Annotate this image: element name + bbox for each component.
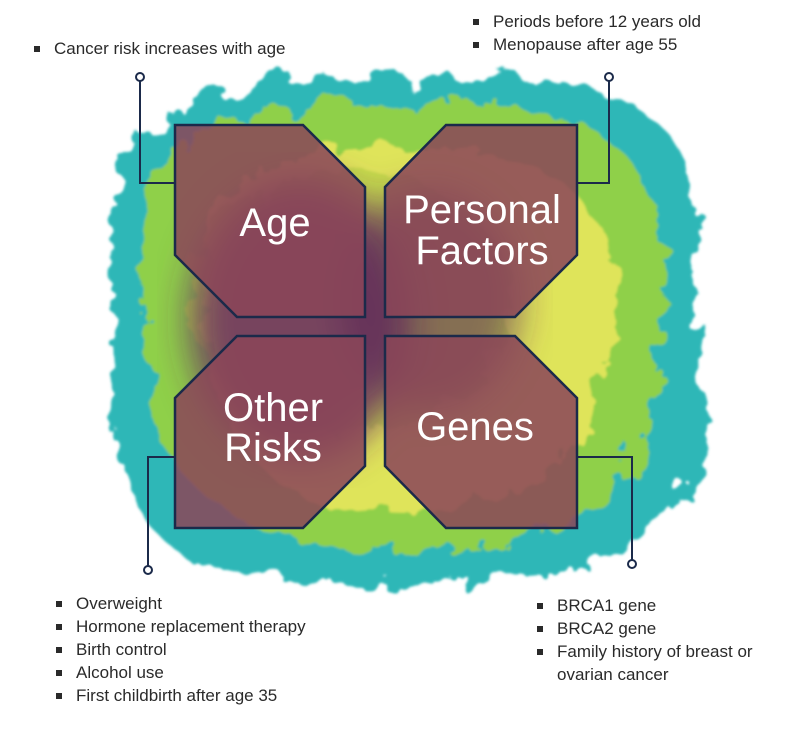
list-item: Overweight [55,592,306,615]
connector-other [147,456,176,566]
list-item: First childbirth after age 35 [55,684,306,707]
quadrant-age-label: Age [239,201,310,245]
quadrant-other-label-line2: Risks [224,426,322,470]
list-item: Family history of breast or ovarian canc… [536,640,776,686]
list-other: Overweight Hormone replacement therapy B… [55,592,306,707]
connector-dot-age [135,72,145,82]
quadrant-age [173,123,367,319]
list-item: Periods before 12 years old [472,10,701,33]
quadrant-personal-label-line1: Personal [403,188,561,232]
list-age: Cancer risk increases with age [33,37,285,60]
connector-age [139,80,176,184]
connector-dot-personal [604,72,614,82]
quadrant-other [173,334,367,530]
connectors [135,72,637,575]
list-item: Birth control [55,638,306,661]
quadrant-genes-label: Genes [416,405,534,449]
quadrant-personal [383,123,579,319]
quadrant-genes [383,334,579,530]
connector-dot-other [143,565,153,575]
connector-genes [577,456,633,560]
list-item: Menopause after age 55 [472,33,701,56]
list-personal: Periods before 12 years old Menopause af… [472,10,701,56]
list-item: Alcohol use [55,661,306,684]
connector-personal [577,80,610,184]
list-item: Hormone replacement therapy [55,615,306,638]
list-genes: BRCA1 gene BRCA2 gene Family history of … [536,594,776,686]
quadrant-personal-label-line2: Factors [415,229,548,273]
list-item: BRCA1 gene [536,594,776,617]
list-item: Cancer risk increases with age [33,37,285,60]
quadrant-other-label-line1: Other [223,386,323,430]
list-item: BRCA2 gene [536,617,776,640]
connector-dot-genes [627,559,637,569]
